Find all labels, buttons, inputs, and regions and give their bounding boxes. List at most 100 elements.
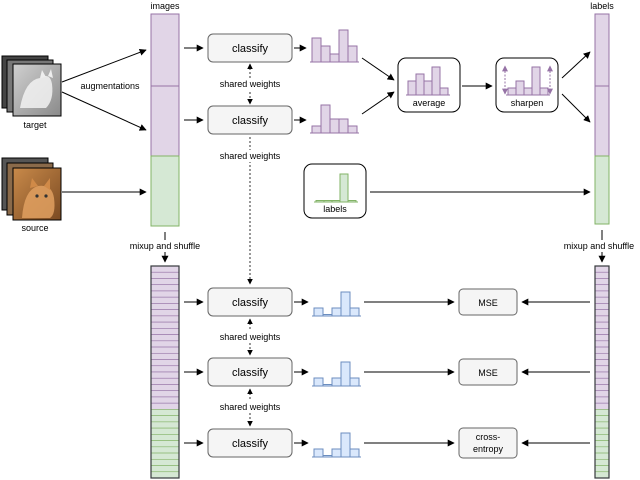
- mixed-labels-stripe: [594, 365, 610, 373]
- labels-bar: [339, 173, 349, 203]
- cross-entropy-label-line2: entropy: [473, 444, 504, 454]
- shared-weights-label: shared weights: [220, 151, 281, 161]
- mixed-labels-stripe: [594, 303, 610, 310]
- mixed-images-stripe: [150, 396, 180, 404]
- histogram-mixed-2: [312, 361, 361, 387]
- mixed-images-border: [150, 265, 180, 479]
- mixed-labels-stripe: [594, 471, 610, 479]
- mixed-labels-column: [594, 265, 610, 479]
- mixed-images-stripe: [150, 328, 180, 335]
- mixed-2-bar: [349, 377, 360, 387]
- mixed-3-bar: [340, 432, 351, 458]
- mixed-labels-stripe: [594, 458, 610, 466]
- mixed-images-stripe: [150, 265, 180, 273]
- mixed-images-stripe: [150, 458, 180, 466]
- cross-entropy-label-line1: cross-: [476, 432, 501, 442]
- mixed-images-stripe: [150, 334, 180, 342]
- mixed-labels-stripe: [594, 396, 610, 404]
- mixed-labels-stripe: [594, 278, 610, 286]
- sharpen-bar: [523, 87, 533, 96]
- mixed-images-stripe: [150, 321, 180, 329]
- mixed-images-stripe: [150, 346, 180, 354]
- prediction-1-bar: [329, 53, 340, 63]
- mixed-labels-stripe: [594, 340, 610, 348]
- mixed-labels-stripe: [594, 409, 610, 416]
- labels-block-1: [594, 13, 610, 87]
- average-bar: [439, 87, 449, 96]
- sharpen-bar: [539, 87, 549, 96]
- classify-box-4: classify: [207, 357, 293, 387]
- classify-label: classify: [232, 115, 269, 127]
- prediction-2-bar: [320, 104, 331, 134]
- images-block-1: [150, 13, 180, 87]
- mixed-images-stripe: [150, 278, 180, 286]
- mixed-labels-stripe: [594, 265, 610, 273]
- sharpen-bar: [507, 87, 517, 96]
- mixed-3-bar: [349, 448, 360, 458]
- classify-box-3: classify: [207, 287, 293, 317]
- mixed-labels-stripe: [594, 284, 610, 292]
- labels-block-source: [594, 155, 610, 225]
- mixed-labels-stripe: [594, 465, 610, 473]
- mixup-right-label: mixup and shuffle: [564, 241, 634, 251]
- mixed-labels-stripe: [594, 290, 610, 298]
- histogram-mixed-1: [312, 291, 361, 317]
- mixed-labels-stripe: [594, 421, 610, 429]
- mixed-3-bar: [313, 448, 324, 458]
- mixed-images-stripe: [150, 415, 180, 423]
- mse-box-2: MSE: [458, 358, 518, 386]
- mixed-images-stripe: [150, 271, 180, 279]
- mixed-labels-stripe: [594, 346, 610, 354]
- prediction-1-bar: [320, 45, 331, 63]
- mixed-images-stripe: [150, 427, 180, 435]
- average-bar: [415, 73, 425, 96]
- mixed-labels-stripe: [594, 427, 610, 435]
- histogram-average: [406, 66, 450, 96]
- prediction-1-bar: [347, 45, 358, 63]
- shared-weights-label: shared weights: [220, 79, 281, 89]
- images-title: images: [150, 1, 180, 11]
- labels-box-label: labels: [323, 204, 347, 214]
- mixed-images-stripe: [150, 390, 180, 398]
- mixed-labels-stripe: [594, 309, 610, 317]
- mixed-images-stripe: [150, 421, 180, 429]
- mixed-labels-stripe: [594, 440, 610, 448]
- mixed-images-stripe: [150, 452, 180, 460]
- images-block-2: [150, 85, 180, 157]
- mixed-labels-stripe: [594, 359, 610, 367]
- mixed-labels-border: [594, 265, 610, 479]
- shared-weights-label: shared weights: [220, 332, 281, 342]
- classify-box-2: classify: [207, 105, 293, 135]
- mixed-images-stripe: [150, 284, 180, 292]
- average-box: average: [397, 57, 461, 113]
- mixed-images-stripe: [150, 309, 180, 317]
- mixed-labels-stripe: [594, 352, 610, 360]
- histogram-mixed-3: [312, 432, 361, 458]
- mixed-labels-stripe: [594, 384, 610, 392]
- arrow-sharpen-labels-1: [561, 51, 591, 79]
- mixed-images-stripe: [150, 340, 180, 348]
- mixed-images-stripe: [150, 434, 180, 441]
- mixed-labels-stripe: [594, 377, 610, 385]
- classify-label: classify: [232, 297, 269, 309]
- mixed-images-stripe: [150, 446, 180, 454]
- mixed-1-bar: [313, 307, 324, 317]
- mixed-labels-stripe: [594, 402, 610, 410]
- mixed-2-bar: [313, 377, 324, 387]
- mixed-labels-stripe: [594, 334, 610, 342]
- histogram-labels: [314, 173, 358, 203]
- mixed-1-bar: [340, 291, 351, 317]
- prediction-2-bar: [329, 118, 340, 134]
- prediction-1-bar: [311, 37, 322, 63]
- mixed-images-stripe: [150, 359, 180, 367]
- mse-label: MSE: [478, 298, 498, 308]
- arrow-to-average-2: [361, 91, 395, 115]
- mixed-labels-stripe: [594, 390, 610, 398]
- classify-label: classify: [232, 438, 269, 450]
- arrow-target-up: [61, 48, 147, 83]
- mixed-labels-stripe: [594, 415, 610, 423]
- mixed-images-column: [150, 265, 180, 479]
- mixed-labels-stripe: [594, 321, 610, 329]
- augmentations-label: augmentations: [80, 81, 140, 91]
